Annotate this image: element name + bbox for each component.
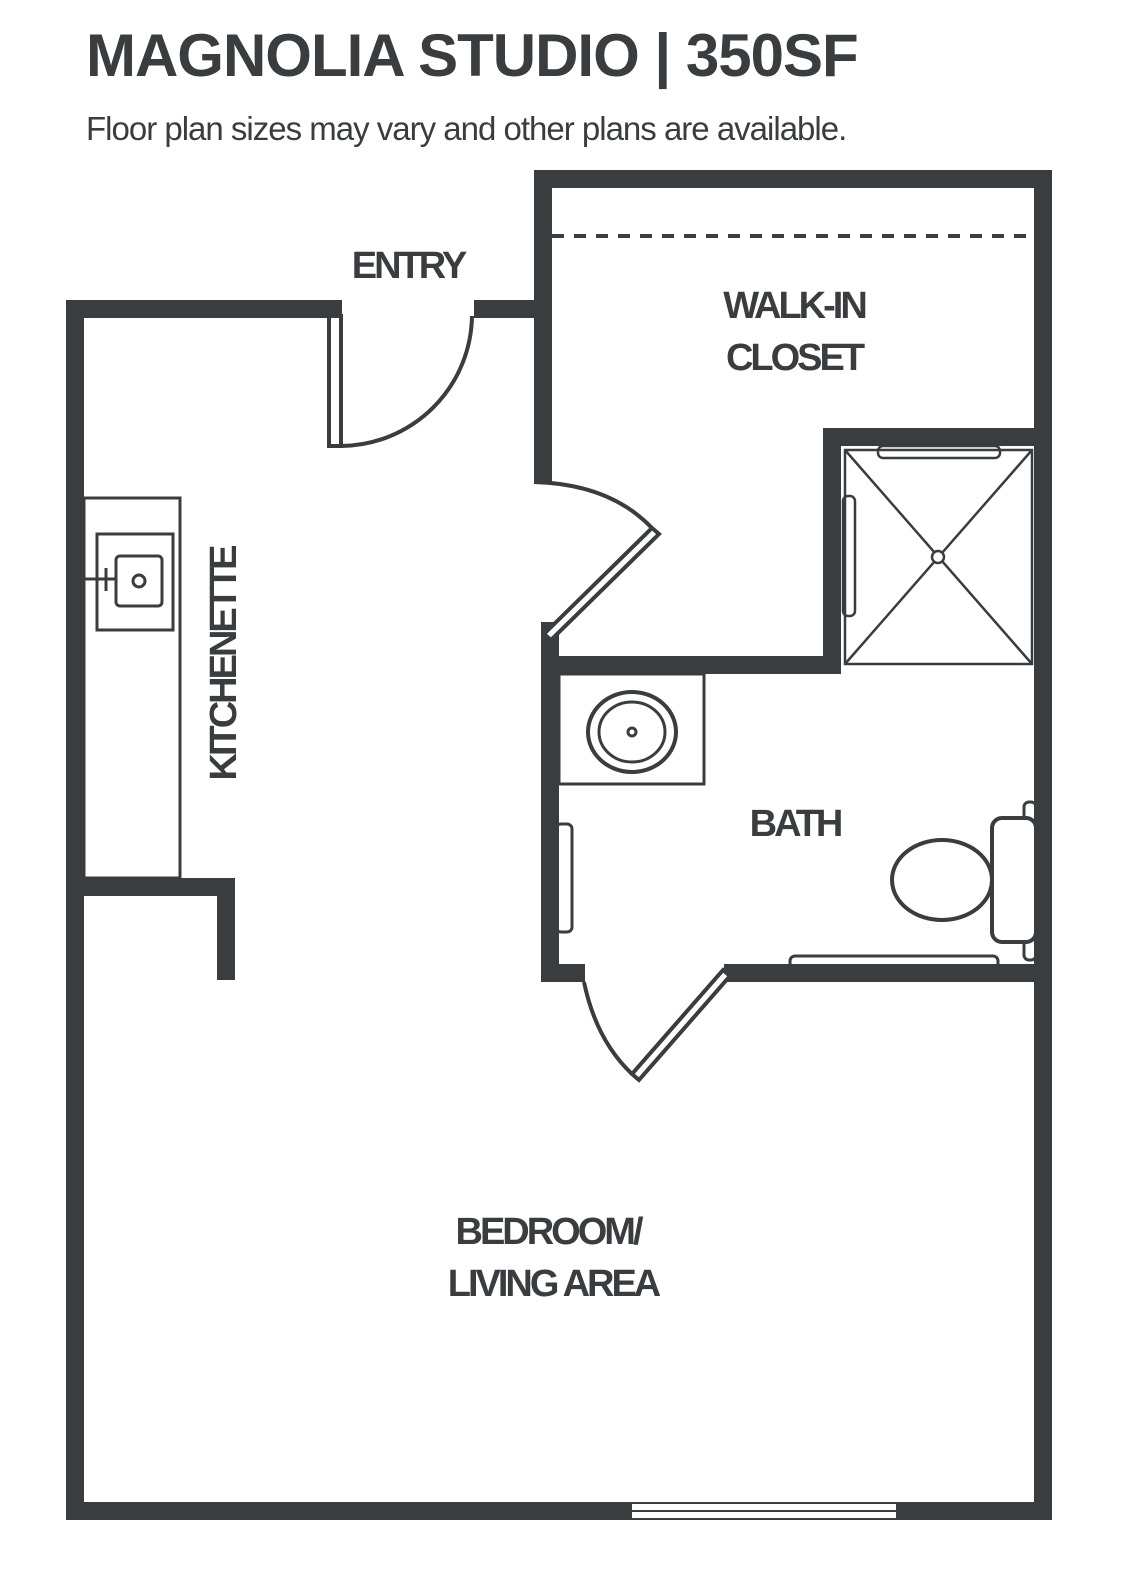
bath-vanity (557, 672, 706, 786)
wall-kitchen-partition (66, 878, 234, 896)
shower (841, 444, 1034, 666)
label-closet-line2: CLOSET (726, 337, 865, 379)
label-bedroom-line2: LIVING AREA (448, 1263, 661, 1305)
label-entry: ENTRY (352, 245, 467, 287)
bath-sink (586, 690, 678, 774)
walls (66, 170, 1052, 1520)
wall-top-closet (534, 170, 1052, 188)
wall-bath-bottom-left (541, 964, 585, 982)
label-kitchenette: KITCHENETTE (203, 546, 245, 781)
kitchenette-counter (82, 496, 182, 880)
toilet (890, 816, 1038, 944)
plan-subtitle: Floor plan sizes may vary and other plan… (86, 110, 847, 147)
closet-door (533, 480, 662, 643)
wall-kitchen-stub (217, 878, 235, 980)
kitchen-sink (95, 532, 175, 632)
wall-shower-left (823, 428, 841, 674)
wall-top-left (66, 300, 342, 318)
shower-drain-icon (930, 549, 946, 565)
wall-left (66, 300, 84, 1520)
entry-door (327, 314, 474, 448)
wall-shower-top (823, 428, 1052, 446)
wall-bottom-right (896, 1502, 1052, 1520)
wall-top-entry-right (474, 300, 540, 318)
wall-bottom-left (66, 1502, 632, 1520)
wall-closet-left (534, 170, 552, 482)
label-closet-line1: WALK-IN (723, 285, 865, 327)
bath-door (582, 967, 733, 1083)
label-bath: BATH (750, 803, 841, 845)
label-bedroom-line1: BEDROOM/ (456, 1211, 644, 1253)
wall-right (1034, 170, 1052, 1520)
wall-closet-bath (541, 656, 841, 674)
plan-title: MAGNOLIA STUDIO | 350SF (86, 22, 859, 89)
window (632, 1502, 896, 1520)
